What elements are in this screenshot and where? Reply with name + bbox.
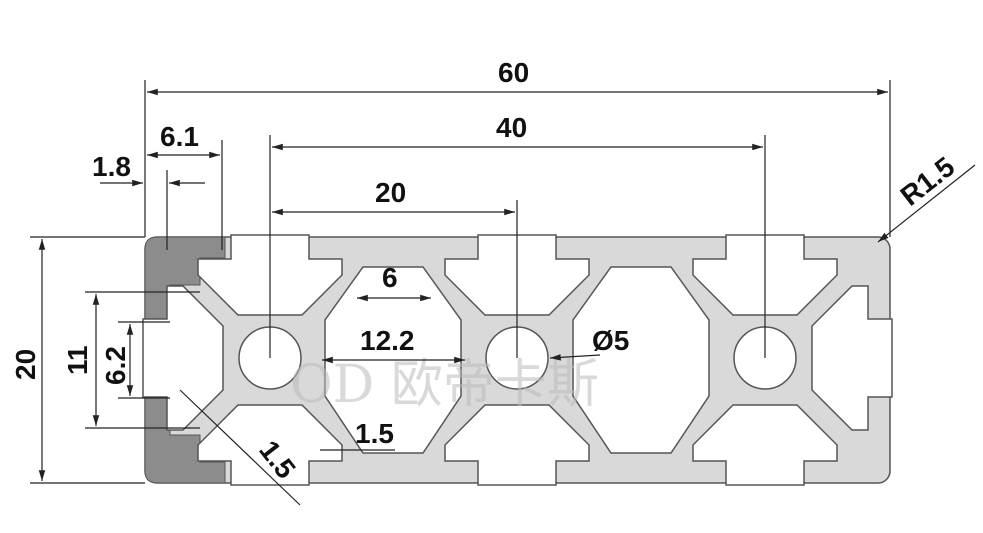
dim-slot-opening-side: 6.2: [100, 346, 131, 385]
dim-height: 20: [10, 349, 41, 380]
dim-inner-width: 12.2: [360, 325, 415, 356]
dim-hole-pitch: 20: [375, 177, 406, 208]
dim-slot-depth: 6.1: [160, 121, 199, 152]
t-slot-bottom: [197, 404, 343, 486]
watermark: OD 欧帝卡斯: [290, 355, 599, 415]
dim-web-thickness: 1.5: [355, 418, 394, 449]
dim-lip-thickness: 1.8: [92, 151, 131, 182]
t-slot-bottom: [444, 404, 590, 486]
profile-body: [142, 234, 893, 486]
dimension-lines: [30, 80, 976, 506]
t-slot-bottom: [692, 404, 838, 486]
dim-overall-width: 60: [498, 57, 529, 88]
t-slot-right: [811, 285, 893, 431]
dim-hole-span: 40: [496, 112, 527, 143]
dim-slot-inner: 11: [62, 345, 93, 375]
dim-hole-diameter: Ø5: [592, 325, 629, 356]
internal-cavity: [572, 266, 710, 454]
dim-slot-opening: 6: [382, 262, 398, 293]
